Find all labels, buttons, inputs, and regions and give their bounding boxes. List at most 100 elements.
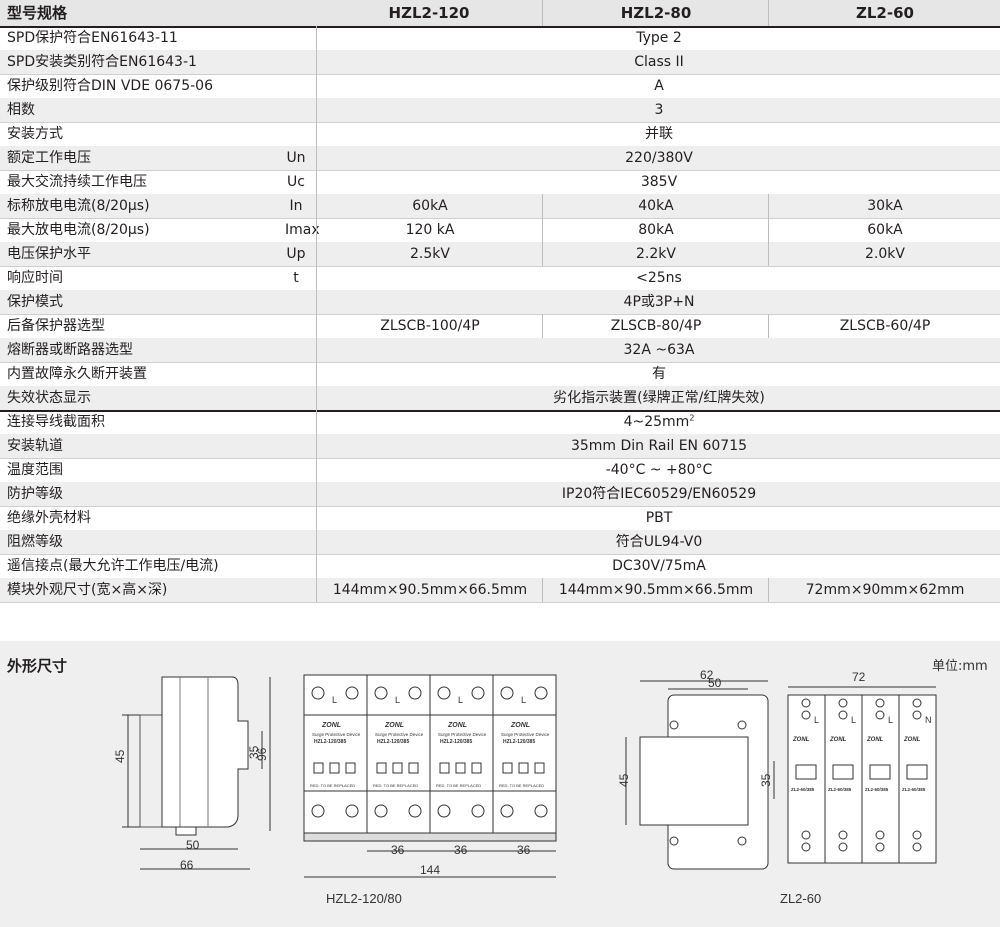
dim-total-144: 144: [420, 863, 440, 877]
dim-side-45: 45: [113, 749, 127, 763]
spec-name: SPD保护符合EN61643-11: [7, 30, 178, 46]
module-model: ZL2-60/385: [902, 787, 926, 792]
spec-value-merged: PBT: [316, 506, 1000, 530]
spec-value: 385V: [640, 174, 678, 190]
spec-value: 并联: [645, 126, 673, 142]
spec-value-merged: IP20符合IEC60529/EN60529: [316, 482, 1000, 506]
spec-value: 120 kA: [316, 218, 543, 242]
module-footer: RED: TO BE REPLACED: [499, 783, 544, 788]
module-zl2: L ZONL ZL2-60/385: [791, 698, 819, 852]
module-model: HZL2-120/385: [503, 739, 535, 745]
spec-value-merged: 4~25mm2: [316, 410, 1000, 434]
caption-hzl2: HZL2-120/80: [326, 891, 402, 906]
spec-value: 2.0kV: [768, 242, 1000, 266]
spec-value: 35mm Din Rail EN 60715: [570, 438, 748, 454]
spec-value: 2.2kV: [542, 242, 769, 266]
brand-logo: ZONL: [510, 722, 530, 729]
spec-name: SPD安装类别符合EN61643-1: [7, 54, 197, 70]
spec-name: 模块外观尺寸(宽×高×深): [7, 582, 168, 598]
spec-symbol: Up: [286, 246, 306, 262]
spec-value: Class II: [634, 54, 684, 70]
spec-name: 遥信接点(最大允许工作电压/电流): [7, 558, 219, 574]
module-desc: Surge Protective Device: [312, 732, 361, 737]
spec-value-merged: 并联: [316, 122, 1000, 146]
spec-name: 后备保护器选型: [7, 318, 105, 334]
module-model: HZL2-120/385: [314, 739, 346, 745]
spec-value-merged: Type 2: [316, 26, 1000, 50]
spec-row: 保护级别符合DIN VDE 0675-06 A: [0, 74, 1000, 99]
spec-value-merged: <25ns: [316, 266, 1000, 290]
spec-value-merged: 385V: [316, 170, 1000, 194]
spec-value: 4~25mm: [623, 414, 690, 430]
model-col-2: HZL2-80: [542, 0, 769, 26]
module-desc: Surge Protective Device: [501, 732, 550, 737]
spec-name: 相数: [7, 102, 35, 118]
model-col-3: ZL2-60: [768, 0, 1000, 26]
model-col-1: HZL2-120: [388, 4, 470, 22]
dim-side-96: 96: [255, 747, 269, 761]
spec-value: 72mm×90mm×62mm: [768, 578, 1000, 602]
spec-value: 3: [654, 102, 664, 118]
module-model: HZL2-120/385: [377, 739, 409, 745]
spec-symbol: In: [289, 198, 303, 214]
spec-value: DC30V/75mA: [612, 558, 706, 574]
spec-symbol: Uc: [287, 174, 305, 190]
spec-value-merged: 220/380V: [316, 146, 1000, 170]
spec-value: 220/380V: [625, 150, 693, 166]
spec-row: 安装方式并联: [0, 122, 1000, 147]
spec-name: 最大放电电流(8/20μs): [7, 222, 150, 238]
unit-label: 单位:mm: [932, 659, 988, 674]
spec-name: 失效状态显示: [7, 390, 91, 406]
table-header: 型号规格 HZL2-120 HZL2-80 ZL2-60: [0, 0, 1000, 28]
spec-value: 60kA: [768, 218, 1000, 242]
section-title: 外形尺寸: [7, 657, 68, 675]
spec-value-merged: 有: [316, 362, 1000, 386]
spec-name: 内置故障永久断开装置: [7, 366, 147, 382]
terminal-label: L: [851, 715, 856, 725]
terminal-label: N: [925, 715, 932, 725]
spec-name: 保护模式: [7, 294, 63, 310]
spec-row: 内置故障永久断开装置 有: [0, 362, 1000, 387]
spec-value: 4P或3P+N: [623, 294, 695, 310]
spec-value-merged: 劣化指示装置(绿牌正常/红牌失效): [316, 386, 1000, 410]
module-model: ZL2-60/385: [828, 787, 852, 792]
spec-value-merged: A: [316, 74, 1000, 98]
spec-value-merged: 32A ~63A: [316, 338, 1000, 362]
front-view-4p: [303, 674, 557, 878]
spec-name: 阻燃等级: [7, 534, 63, 550]
spec-value: 60kA: [316, 194, 543, 218]
spec-value-merged: 35mm Din Rail EN 60715: [316, 434, 1000, 458]
brand-logo: ZONL: [792, 737, 810, 743]
spec-name: 保护级别符合DIN VDE 0675-06: [7, 78, 213, 94]
spec-name: 绝缘外壳材料: [7, 510, 91, 526]
dim-zl-50: 50: [708, 676, 722, 690]
spec-name: 标称放电电流(8/20μs): [7, 198, 150, 214]
spec-value-merged: 符合UL94-V0: [316, 530, 1000, 554]
spec-value-merged: Class II: [316, 50, 1000, 74]
spec-name: 安装轨道: [7, 438, 63, 454]
module-model: ZL2-60/385: [791, 787, 815, 792]
brand-logo: ZONL: [447, 722, 467, 729]
dim-side-50: 50: [186, 838, 200, 852]
spec-value: <25ns: [636, 270, 682, 286]
terminal-label: L: [888, 715, 893, 725]
spec-row: 保护模式 4P或3P+N: [0, 290, 1000, 315]
spec-sup: 2: [689, 413, 695, 423]
spec-value-merged: 4P或3P+N: [316, 290, 1000, 314]
spec-row: 失效状态显示 劣化指示装置(绿牌正常/红牌失效): [0, 386, 1000, 412]
terminal-label: L: [814, 715, 819, 725]
dim-zl-62: 62: [700, 668, 714, 682]
side-view-hzl2: [122, 676, 271, 870]
spec-symbol: Un: [286, 150, 306, 166]
